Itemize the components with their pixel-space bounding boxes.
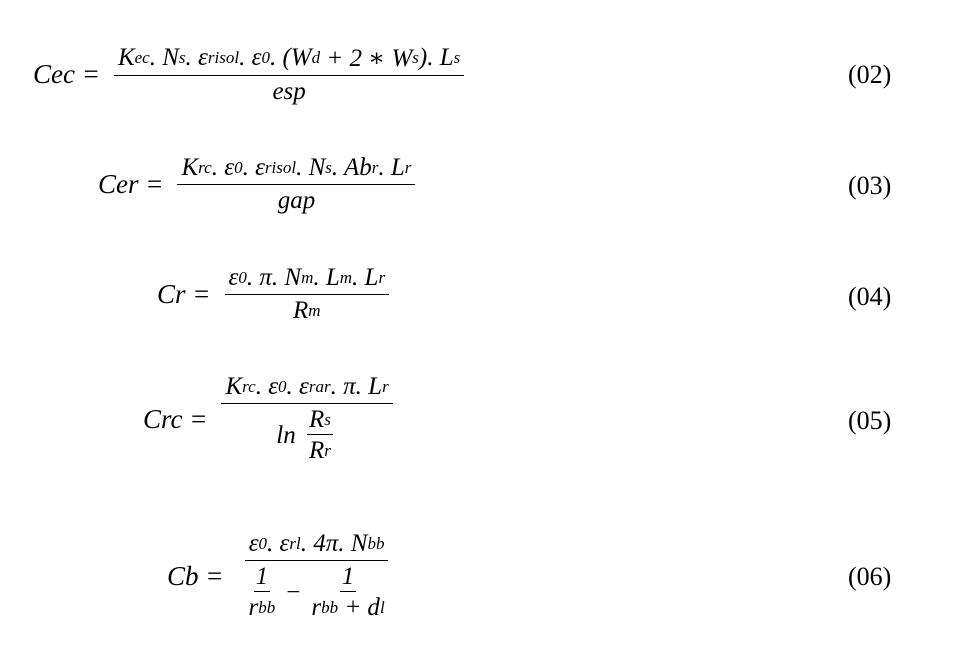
math-text: K [117, 44, 135, 71]
equation-lhs: Crc = [143, 403, 208, 434]
math-text: ε [228, 264, 239, 291]
math-text: K [181, 154, 199, 181]
math-text: . ε [239, 44, 262, 71]
math-text: . 4π. N [300, 530, 368, 557]
math-text: . ε [267, 530, 290, 557]
denominator: gap [274, 185, 320, 215]
math-text: + d [338, 594, 380, 621]
numerator-expression: 1 [342, 563, 355, 591]
math-text: R [293, 297, 309, 324]
math-text: . N [149, 44, 179, 71]
equation-lhs: Cer = [98, 169, 164, 199]
equation-lhs: Cec = [33, 59, 100, 89]
denominator-expression: ln [276, 422, 302, 450]
numerator-expression: 1 [256, 563, 269, 591]
equation-number-06: (06) [848, 562, 892, 591]
equation-number-05: (05) [848, 406, 892, 435]
math-text: 1 [255, 563, 269, 590]
math-text: r [248, 594, 259, 621]
denominator: esp [268, 76, 309, 106]
math-text: R [308, 406, 325, 433]
denominator-expression: gap [278, 187, 316, 215]
math-text: . π. L [330, 373, 383, 400]
math-text: esp [272, 78, 306, 105]
math-text: . ε [185, 44, 208, 71]
math-text: . π. N [246, 264, 302, 291]
equation-number-02: (02) [848, 60, 892, 89]
numerator: 1 [253, 563, 271, 592]
math-text: . Ab [331, 154, 372, 181]
math-text: ln [276, 421, 302, 449]
math-text: . L [313, 264, 340, 291]
equation-number-03: (03) [848, 171, 892, 200]
math-text: . (W [269, 44, 312, 71]
math-text: . ε [255, 373, 279, 400]
equation-number-04: (04) [848, 282, 892, 311]
math-text: r [311, 594, 322, 621]
math-text: . ε [242, 154, 265, 181]
denominator-expression: esp [272, 78, 305, 106]
math-text: . L [378, 154, 405, 181]
math-text: . ε [286, 373, 309, 400]
math-text: ). L [418, 44, 454, 71]
math-text: . L [352, 264, 379, 291]
math-text: ε [248, 530, 259, 557]
equation-lhs: Cb = [167, 560, 224, 591]
math-text: K [225, 373, 243, 400]
math-text: + 2 ∗ W [320, 45, 413, 72]
math-text: gap [277, 187, 316, 214]
math-text: R [308, 437, 325, 464]
minus-sign: − [286, 578, 301, 606]
numerator: 1 [339, 563, 357, 592]
equation-lhs: Cr = [157, 279, 211, 309]
math-text: . ε [211, 154, 235, 181]
math-text: . N [296, 154, 326, 181]
math-text: 1 [341, 563, 355, 590]
